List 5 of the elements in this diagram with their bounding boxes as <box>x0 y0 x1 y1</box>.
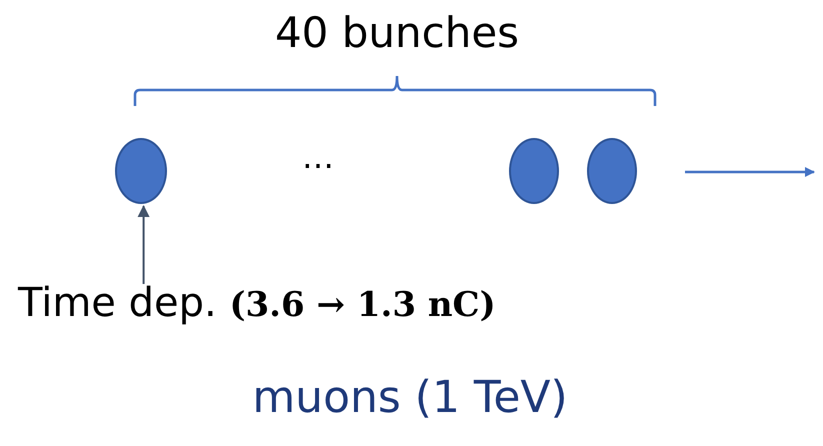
annotation-text: Time dep. (3.6 → 1.3 nC) <box>18 280 496 326</box>
ellipsis: … <box>302 138 334 176</box>
bunch-count-label: 40 bunches <box>274 8 520 57</box>
beam-caption: muons (1 TeV) <box>252 372 568 423</box>
arrow <box>138 205 150 284</box>
